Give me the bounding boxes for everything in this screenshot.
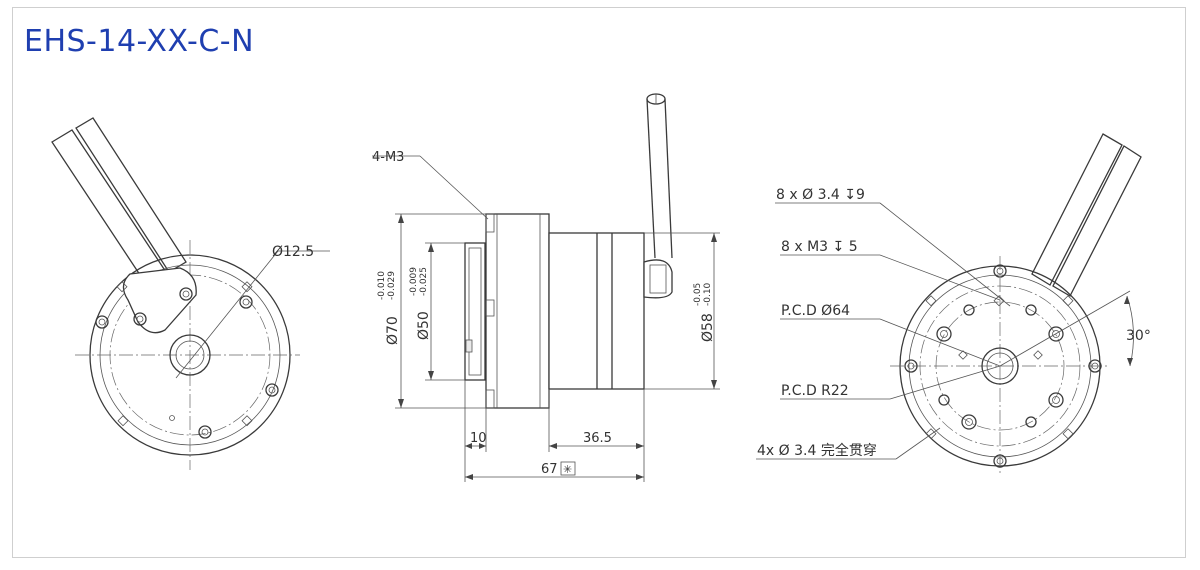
side-d50-tol-lower: -0.025 [419, 267, 429, 296]
side-main-flange [485, 213, 550, 409]
right-hole-8x34: 8 x Ø 3.4 ↧9 [776, 187, 865, 203]
side-d58-tol-lower: -0.10 [703, 282, 713, 306]
side-d70: Ø70 [385, 316, 401, 345]
side-view: 4-M3 Ø70 -0.010 -0.029 Ø50 -0.009 -0.025… [372, 93, 720, 482]
right-center-hole [981, 347, 1019, 385]
right-m3-holes [925, 295, 1074, 440]
left-center-hole [169, 334, 211, 376]
side-d70-tol-lower: -0.029 [387, 271, 397, 300]
page-title: EHS-14-XX-C-N [24, 24, 255, 59]
left-dia-label: Ø12.5 [272, 244, 314, 260]
side-thread-label: 4-M3 [372, 150, 404, 165]
right-through-holes [904, 264, 1102, 468]
left-view: Ø12.5 [51, 117, 330, 470]
side-d70-tol-upper: -0.010 [377, 271, 387, 300]
side-d50-tol-upper: -0.009 [409, 267, 419, 296]
side-dim-36-5: 36.5 [583, 431, 612, 446]
side-dim-10: 10 [470, 431, 487, 446]
right-cable [1031, 133, 1142, 297]
right-cbore-holes [936, 304, 1064, 430]
right-hole-4x34: 4x Ø 3.4 完全贯穿 [757, 442, 877, 459]
right-view: 8 x Ø 3.4 ↧9 8 x M3 ↧ 5 P.C.D Ø64 P.C.D … [756, 133, 1151, 476]
left-cable-gland [122, 267, 197, 334]
side-d58-tol-upper: -0.05 [693, 283, 703, 306]
right-hole-8xm3: 8 x M3 ↧ 5 [781, 239, 858, 255]
left-bolt-holes [95, 295, 279, 439]
right-pcd64: P.C.D Ø64 [781, 303, 850, 319]
side-d58: Ø58 [700, 313, 716, 342]
side-d50: Ø50 [416, 311, 432, 340]
right-angle: 30° [1126, 328, 1151, 344]
side-cable [646, 93, 673, 259]
left-cable [51, 117, 187, 285]
side-dim-67-mark: ✳ [563, 463, 572, 476]
side-dim-67: 67 [541, 462, 558, 477]
right-pcdr22: P.C.D R22 [781, 383, 849, 399]
